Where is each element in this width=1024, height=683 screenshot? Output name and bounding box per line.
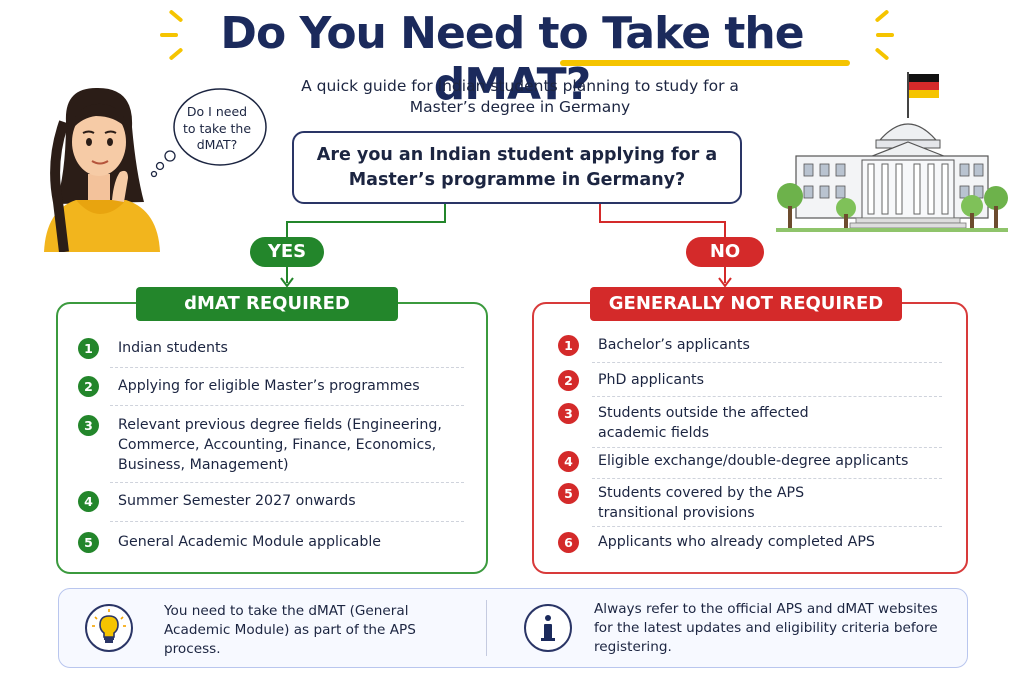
footer-divider [486, 600, 487, 656]
item-text: General Academic Module applicable [118, 534, 382, 550]
list-item: 5 General Academic Module applicable [78, 532, 381, 553]
lightbulb-icon [85, 604, 133, 652]
list-item: 4 Summer Semester 2027 onwards [78, 491, 356, 512]
item-text: Students covered by the APS transitional… [598, 485, 805, 521]
dmat-required-heading: dMAT REQUIRED [136, 287, 398, 321]
divider [592, 362, 942, 363]
divider [110, 367, 464, 368]
list-item: 5 Students covered by the APS transition… [558, 483, 838, 523]
item-number: 3 [558, 403, 579, 424]
item-number: 5 [78, 532, 99, 553]
list-item: 1 Indian students [78, 338, 228, 359]
list-item: 2 Applying for eligible Master’s program… [78, 376, 420, 397]
no-pill: NO [686, 237, 764, 267]
divider [592, 478, 942, 479]
divider [110, 482, 464, 483]
divider [110, 521, 464, 522]
item-text: Bachelor’s applicants [598, 337, 750, 353]
item-text: Eligible exchange/double-degree applican… [598, 453, 909, 469]
yes-pill: YES [250, 237, 324, 267]
footer-note-box [58, 588, 968, 668]
item-number: 4 [78, 491, 99, 512]
item-number: 1 [558, 335, 579, 356]
government-building-icon [776, 72, 1008, 232]
item-number: 2 [558, 370, 579, 391]
item-number: 4 [558, 451, 579, 472]
list-item: 4 Eligible exchange/double-degree applic… [558, 451, 908, 472]
item-number: 2 [78, 376, 99, 397]
list-item: 3 Relevant previous degree fields (Engin… [78, 415, 448, 475]
item-text: Summer Semester 2027 onwards [118, 493, 356, 509]
page-title: Do You Need to Take the dMAT? [220, 8, 804, 110]
item-text: Students outside the affected academic f… [598, 405, 809, 441]
not-required-heading: GENERALLY NOT REQUIRED [590, 287, 902, 321]
list-item: 3 Students outside the affected academic… [558, 403, 838, 443]
question-box: Are you an Indian student applying for a… [292, 131, 742, 204]
item-number: 3 [78, 415, 99, 436]
subtitle: A quick guide for Indian students planni… [301, 77, 739, 116]
item-number: 5 [558, 483, 579, 504]
item-number: 1 [78, 338, 99, 359]
divider [592, 447, 942, 448]
footer-right-note: Always refer to the official APS and dMA… [594, 601, 938, 655]
title-underline [560, 60, 850, 66]
thinking-student-icon [44, 87, 160, 252]
item-text: PhD applicants [598, 372, 705, 388]
list-item: 6 Applicants who already completed APS [558, 532, 875, 553]
dmat-required-panel [56, 302, 488, 574]
item-number: 6 [558, 532, 579, 553]
flow-connectors [280, 204, 732, 288]
info-icon [524, 604, 572, 652]
item-text: Applying for eligible Master’s programme… [118, 378, 420, 394]
item-text: Applicants who already completed APS [598, 534, 875, 550]
thought-dots [150, 150, 176, 178]
divider [110, 405, 464, 406]
list-item: 2 PhD applicants [558, 370, 704, 391]
list-item: 1 Bachelor’s applicants [558, 335, 750, 356]
divider [592, 396, 942, 397]
divider [592, 526, 942, 527]
thought-bubble [173, 88, 267, 166]
item-text: Relevant previous degree fields (Enginee… [118, 417, 442, 473]
footer-left-note: You need to take the dMAT (General Acade… [164, 603, 416, 657]
item-text: Indian students [118, 340, 228, 356]
thought-bubble-text: Do I need to take the dMAT? [182, 104, 252, 152]
